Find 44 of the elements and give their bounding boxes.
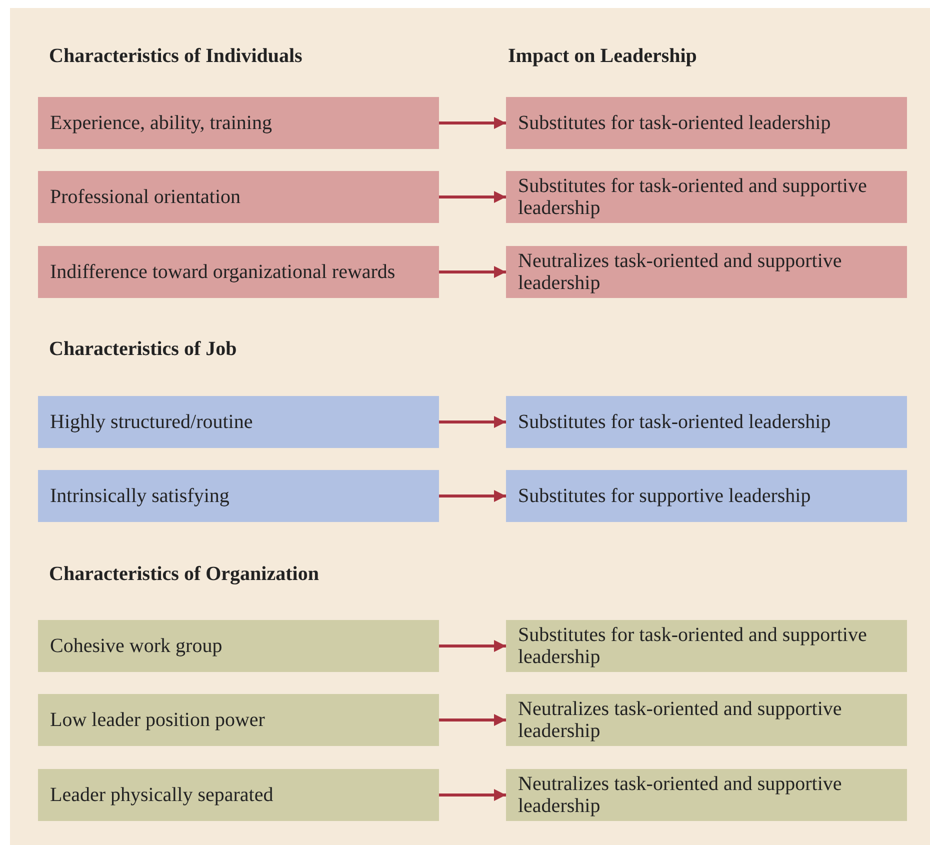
- box-text: Substitutes for task-oriented and supportive leadership: [518, 175, 868, 219]
- arrow: [439, 640, 506, 652]
- characteristic-box: [506, 396, 907, 448]
- characteristic-box: [38, 97, 439, 149]
- characteristic-box: [506, 769, 907, 821]
- box-text: Substitutes for task-oriented leadership: [518, 112, 832, 134]
- box-text: Professional orientation: [50, 186, 242, 208]
- box-text: Leader physically separated: [50, 784, 274, 806]
- arrow: [439, 490, 506, 502]
- characteristic-box: [506, 694, 907, 746]
- box-text: Indifference toward organizational rewards: [50, 261, 396, 283]
- box-text: Highly structured/routine: [50, 411, 254, 433]
- arrow: [439, 789, 506, 801]
- arrow: [439, 714, 506, 726]
- box-text: Substitutes for task-oriented and supportive leadership: [518, 624, 868, 668]
- box-text: Neutralizes task-oriented and supportive leadership: [518, 698, 843, 742]
- characteristic-box: [38, 694, 439, 746]
- characteristic-box: [506, 97, 907, 149]
- arrow: [439, 416, 506, 428]
- box-text: Experience, ability, training: [50, 112, 273, 134]
- box-text: Neutralizes task-oriented and supportive leadership: [518, 250, 843, 294]
- box-text: Neutralizes task-oriented and supportive leadership: [518, 773, 843, 817]
- characteristic-box: [38, 171, 439, 223]
- characteristic-box: [38, 769, 439, 821]
- characteristic-box: [506, 620, 907, 672]
- characteristic-box: [506, 171, 907, 223]
- box-text: Cohesive work group: [50, 635, 224, 657]
- characteristic-box: [506, 246, 907, 298]
- characteristic-box: [38, 620, 439, 672]
- section-heading: Characteristics of Job: [49, 337, 237, 362]
- box-text: Substitutes for supportive leadership: [518, 485, 812, 507]
- characteristic-box: [38, 396, 439, 448]
- characteristic-box: [38, 246, 439, 298]
- box-text: Intrinsically satisfying: [50, 485, 230, 507]
- arrow: [439, 117, 506, 129]
- arrow: [439, 266, 506, 278]
- section-heading: Characteristics of Individuals: [49, 44, 302, 69]
- box-text: Low leader position power: [50, 709, 266, 731]
- box-text: Substitutes for task-oriented leadership: [518, 411, 832, 433]
- section-heading: Impact on Leadership: [508, 44, 697, 69]
- characteristic-box: [506, 470, 907, 522]
- arrow: [439, 191, 506, 203]
- section-heading: Characteristics of Organization: [49, 562, 319, 587]
- characteristic-box: [38, 470, 439, 522]
